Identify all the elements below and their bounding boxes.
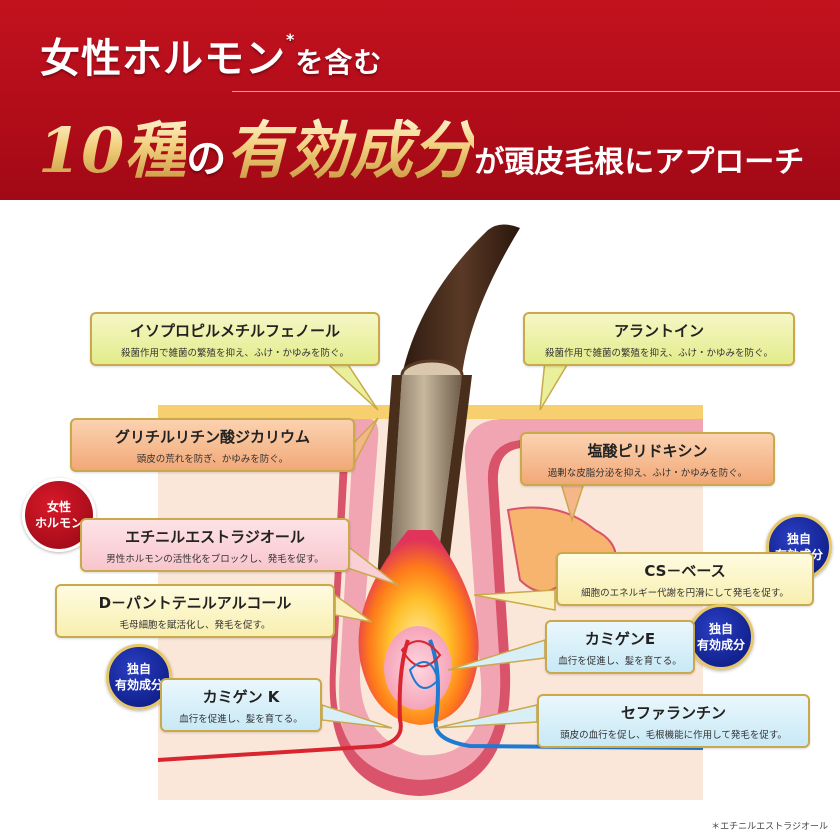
callout-cepharanthine: セファランチン 頭皮の血行を促し、毛根機能に作用して発毛を促す。 — [537, 694, 810, 748]
header-banner: 女性ホルモン*を含む 10種の有効成分が頭皮毛根にアプローチ — [0, 0, 840, 200]
header-kind: 種 — [124, 114, 187, 187]
dermal-papilla — [384, 626, 452, 710]
badge-original-ingredient: 独自 有効成分 — [106, 644, 172, 710]
ingredient-desc: 殺菌作用で雑菌の繁殖を抑え、ふけ・かゆみを防ぐ。 — [544, 348, 773, 359]
header-line1-tail: を含む — [295, 46, 383, 79]
badge-text: 独自 — [126, 661, 151, 676]
badge-female-hormone: 女性 ホルモン — [22, 478, 96, 552]
ingredient-name: エチニルエストラジオール — [125, 528, 305, 546]
callout-cs-base: CS－ベース 細胞のエネルギー代謝を円滑にして発毛を促す。 — [556, 552, 814, 606]
callout-d-panthenol: D－パントテニルアルコール 毛母細胞を賦活化し、発毛を促す。 — [55, 584, 335, 638]
ingredient-desc: 過剰な皮脂分泌を抑え、ふけ・かゆみを防ぐ。 — [547, 468, 748, 479]
ingredient-name: イソプロピルメチルフェノール — [129, 322, 340, 340]
vein — [428, 639, 704, 750]
ingredient-desc: 頭皮の荒れを防ぎ、かゆみを防ぐ。 — [136, 454, 289, 465]
capillary-blue — [408, 661, 440, 689]
ingredient-name: カミゲンE — [584, 630, 656, 648]
ingredient-name: セファランチン — [620, 704, 726, 722]
footnote: ＊エチニルエストラジオール — [711, 822, 828, 832]
hair-shaft — [402, 224, 520, 375]
badge-text: 独自 — [708, 621, 733, 636]
callout-kamigen-e: カミゲンE 血行を促進し、髪を育てる。 — [545, 620, 695, 674]
callout-dipotassium-glycyrrhizinate: グリチルリチン酸ジカリウム 頭皮の荒れを防ぎ、かゆみを防ぐ。 — [70, 418, 355, 472]
ingredient-desc: 毛母細胞を賦活化し、発毛を促す。 — [119, 620, 271, 631]
callout-allantoin: アラントイン 殺菌作用で雑菌の繁殖を抑え、ふけ・かゆみを防ぐ。 — [523, 312, 795, 366]
badge-text: 有効成分 — [114, 678, 163, 692]
badge-text: 女性 — [46, 499, 71, 514]
ingredient-name: アラントイン — [613, 322, 704, 340]
header-no: の — [186, 135, 227, 182]
ingredient-name: CS－ベース — [644, 562, 726, 580]
artery — [157, 639, 410, 762]
ingredient-name: グリチルリチン酸ジカリウム — [114, 428, 310, 446]
header-ten: 10 — [38, 114, 125, 187]
header-line2: 10種の有効成分が頭皮毛根にアプローチ — [38, 100, 804, 190]
badge-original-ingredient: 独自 有効成分 — [688, 604, 754, 670]
ingredient-name: 塩酸ピリドキシン — [587, 442, 708, 460]
callout-pyridoxine-hydrochloride: 塩酸ピリドキシン 過剰な皮脂分泌を抑え、ふけ・かゆみを防ぐ。 — [520, 432, 775, 486]
header-line1-main: 女性ホルモン — [40, 36, 286, 82]
ingredient-desc: 殺菌作用で雑菌の繁殖を抑え、ふけ・かゆみを防ぐ。 — [120, 348, 349, 359]
ingredient-desc: 血行を促進し、髪を育てる。 — [558, 656, 682, 667]
header-line2-tail: が頭皮毛根にアプローチ — [474, 145, 805, 180]
badge-text: ホルモン — [34, 516, 83, 530]
callout-kamigen-k: カミゲン K 血行を促進し、髪を育てる。 — [160, 678, 322, 732]
pointer-panthenol — [334, 593, 373, 623]
pointer-allantoin — [539, 359, 572, 411]
ingredient-name: カミゲン K — [202, 688, 280, 706]
ingredient-desc: 血行を促進し、髪を育てる。 — [179, 714, 303, 725]
badge-text: 有効成分 — [696, 638, 745, 652]
ingredient-desc: 細胞のエネルギー代謝を円滑にして発毛を促す。 — [581, 588, 789, 599]
header-rule — [232, 91, 840, 92]
header-active-ingredients: 有効成分 — [226, 114, 475, 187]
pointer-cs-base — [473, 589, 556, 611]
pointer-kamigen-k — [321, 703, 393, 729]
capillary-red — [400, 640, 442, 668]
ingredient-desc: 頭皮の血行を促し、毛根機能に作用して発毛を促す。 — [560, 730, 787, 741]
callout-ethinylestradiol: エチニルエストラジオール 男性ホルモンの活性化をブロックし、発毛を促す。 — [80, 518, 350, 572]
callout-isopropyl-methylphenol: イソプロピルメチルフェノール 殺菌作用で雑菌の繁殖を抑え、ふけ・かゆみを防ぐ。 — [90, 312, 380, 366]
ingredient-name: D－パントテニルアルコール — [98, 594, 292, 612]
badge-text: 独自 — [786, 531, 811, 546]
hair-root-edge-left — [374, 375, 402, 620]
diagram-stage: イソプロピルメチルフェノール 殺菌作用で雑菌の繁殖を抑え、ふけ・かゆみを防ぐ。 … — [0, 200, 840, 840]
header-asterisk: * — [286, 30, 296, 49]
ingredient-desc: 男性ホルモンの活性化をブロックし、発毛を促す。 — [106, 554, 324, 565]
header-line1: 女性ホルモン*を含む — [40, 26, 382, 84]
